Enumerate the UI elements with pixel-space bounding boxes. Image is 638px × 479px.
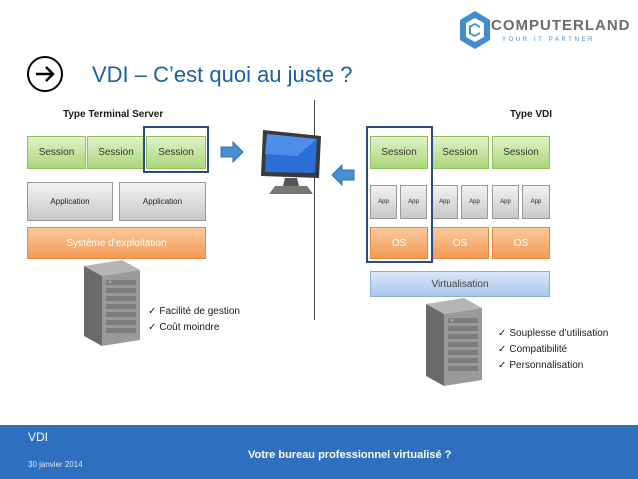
ts-benefit-item: ✓Coût moindre [148, 322, 220, 333]
ts-os: Système d’exploitation [27, 227, 206, 259]
page-title: VDI – C’est quoi au juste ? [92, 62, 353, 87]
vdi-os-3: OS [492, 227, 550, 259]
vdi-benefit-item: ✓Compatibilité [498, 344, 568, 355]
divider [314, 100, 315, 320]
ts-application-1: Application [27, 182, 113, 221]
logo-name: COMPUTERLAND [491, 17, 631, 34]
check-icon: ✓ [148, 322, 157, 333]
computerland-logo-icon [460, 11, 490, 49]
vdi-app-4: App [461, 185, 488, 219]
footer-date: 30 janvier 2014 [28, 460, 83, 469]
vdi-benefits-list: ✓Souplesse d’utilisation ✓Compatibilité … [498, 326, 608, 374]
ts-application-2: Application [119, 182, 206, 221]
vdi-benefit-item: ✓Personnalisation [498, 360, 584, 371]
arrow-circle-icon [27, 56, 63, 92]
ts-session-1: Session [27, 136, 86, 169]
ts-session-3: Session [146, 136, 206, 169]
vdi-os-2: OS [431, 227, 489, 259]
vdi-session-2: Session [431, 136, 489, 169]
vdi-session-1: Session [370, 136, 428, 169]
server-icon [84, 260, 140, 346]
vdi-app-1: App [370, 185, 397, 219]
vdi-app-5: App [492, 185, 519, 219]
ts-benefits-list: ✓Facilité de gestion ✓Coût moindre [148, 304, 240, 336]
vdi-app-6: App [522, 185, 550, 219]
check-icon: ✓ [148, 306, 157, 317]
arrow-right-icon [220, 141, 244, 163]
vdi-app-2: App [400, 185, 427, 219]
virtualisation-layer: Virtualisation [370, 271, 550, 297]
monitor-icon [261, 130, 321, 194]
vdi-header: Type VDI [510, 109, 553, 120]
footer-bar [0, 425, 638, 479]
check-icon: ✓ [498, 360, 507, 371]
ts-benefit-item: ✓Facilité de gestion [148, 306, 240, 317]
vdi-app-3: App [431, 185, 458, 219]
check-icon: ✓ [498, 328, 507, 339]
vdi-benefit-item: ✓Souplesse d’utilisation [498, 328, 609, 339]
arrow-left-icon [331, 164, 355, 186]
footer-tagline: Votre bureau professionnel virtualisé ? [248, 449, 452, 461]
ts-session-highlight [143, 126, 209, 173]
computerland-logo [458, 8, 628, 52]
vdi-session-3: Session [492, 136, 550, 169]
footer-title: VDI [28, 430, 49, 444]
check-icon: ✓ [498, 344, 507, 355]
ts-session-2: Session [87, 136, 145, 169]
logo-tagline: YOUR IT PARTNER [502, 37, 596, 43]
vdi-os-1: OS [370, 227, 428, 259]
vdi-vm-highlight [366, 126, 433, 263]
terminal-server-header: Type Terminal Server [63, 109, 164, 120]
server-icon [426, 298, 482, 386]
